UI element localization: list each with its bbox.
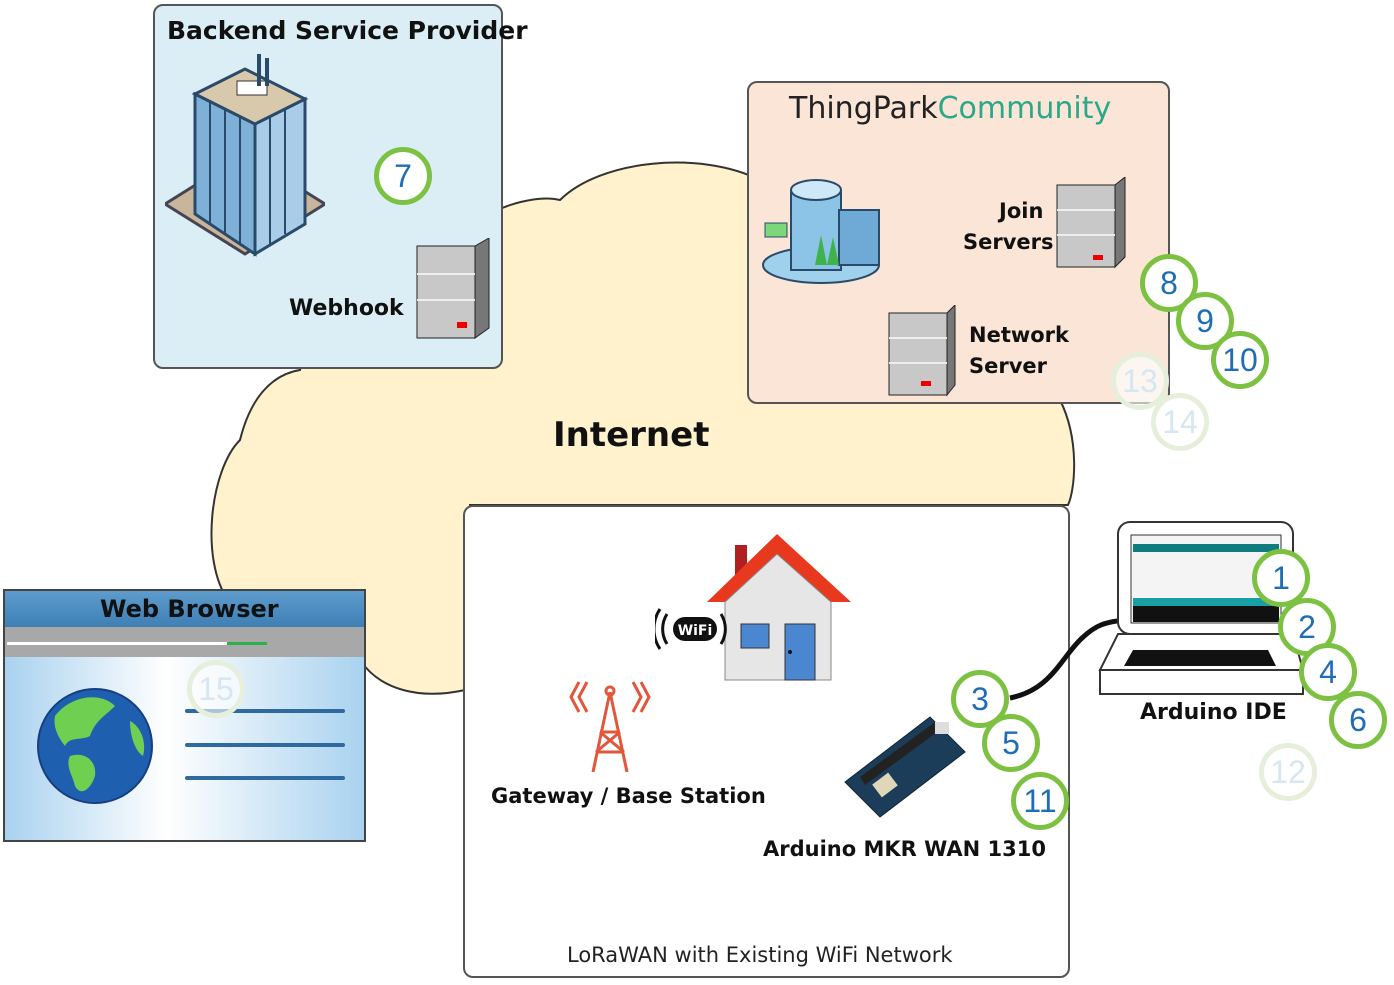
step-badge-14: 14 <box>1151 393 1209 451</box>
arduino-label: Arduino MKR WAN 1310 <box>763 837 1046 861</box>
thingpark-community-panel: ThingParkCommunity Join Servers Network … <box>747 81 1170 404</box>
ide-toolbar <box>1133 544 1279 552</box>
content-line-3 <box>185 776 345 780</box>
step-badge-7: 7 <box>374 147 432 205</box>
browser-title: Web Browser <box>100 595 279 623</box>
step-badge-12: 12 <box>1259 743 1317 801</box>
laptop-icon <box>1098 521 1305 695</box>
internet-label: Internet <box>553 415 710 455</box>
arduino-ide-label: Arduino IDE <box>1140 700 1287 725</box>
gateway-label: Gateway / Base Station <box>491 784 766 808</box>
browser-title-bar: Web Browser <box>5 591 364 627</box>
thingpark-logo-part2: Community <box>937 91 1112 126</box>
usb-cable <box>1009 617 1126 701</box>
network-label-1: Network <box>969 323 1070 347</box>
network-label-2: Server <box>969 354 1048 378</box>
arduino-board-icon <box>844 716 966 818</box>
address-bar-line <box>7 642 227 645</box>
web-browser-window: Web Browser <box>3 589 366 842</box>
house-wifi-icon: WiFi <box>655 534 851 681</box>
backend-title: Backend Service Provider <box>167 16 528 45</box>
step-badge-4: 4 <box>1299 643 1357 701</box>
content-line-2 <box>185 743 345 747</box>
lorawan-caption: LoRaWAN with Existing WiFi Network <box>567 943 953 967</box>
browser-address-bar <box>5 627 364 657</box>
join-label-1: Join <box>999 199 1044 223</box>
step-badge-1: 1 <box>1252 549 1310 607</box>
datacenter-building-icon <box>762 179 880 284</box>
step-badge-5: 5 <box>982 714 1040 772</box>
lorawan-network-panel: WiFi Gateway / Base Station Arduino MKR … <box>463 505 1070 978</box>
globe-icon <box>37 688 153 804</box>
loading-progress-indicator <box>227 642 267 645</box>
gateway-tower-icon <box>569 681 651 773</box>
backend-service-provider-panel: Backend Service Provider Webhook <box>153 4 528 369</box>
office-building-icon <box>165 54 325 257</box>
step-badge-11: 11 <box>1011 772 1069 830</box>
webhook-label: Webhook <box>289 296 404 321</box>
content-line-1 <box>185 709 345 713</box>
step-badge-15: 15 <box>187 660 245 718</box>
step-badge-10: 10 <box>1211 331 1269 389</box>
join-server-icon <box>1056 177 1126 269</box>
thingpark-logo: ThingParkCommunity <box>789 91 1111 126</box>
wifi-logo-text: WiFi <box>678 623 713 639</box>
thingpark-logo-part1: ThingPark <box>789 91 938 126</box>
network-server-icon <box>888 305 956 397</box>
join-label-2: Servers <box>963 230 1054 254</box>
step-badge-6: 6 <box>1329 691 1387 749</box>
webhook-server-icon <box>416 238 490 339</box>
